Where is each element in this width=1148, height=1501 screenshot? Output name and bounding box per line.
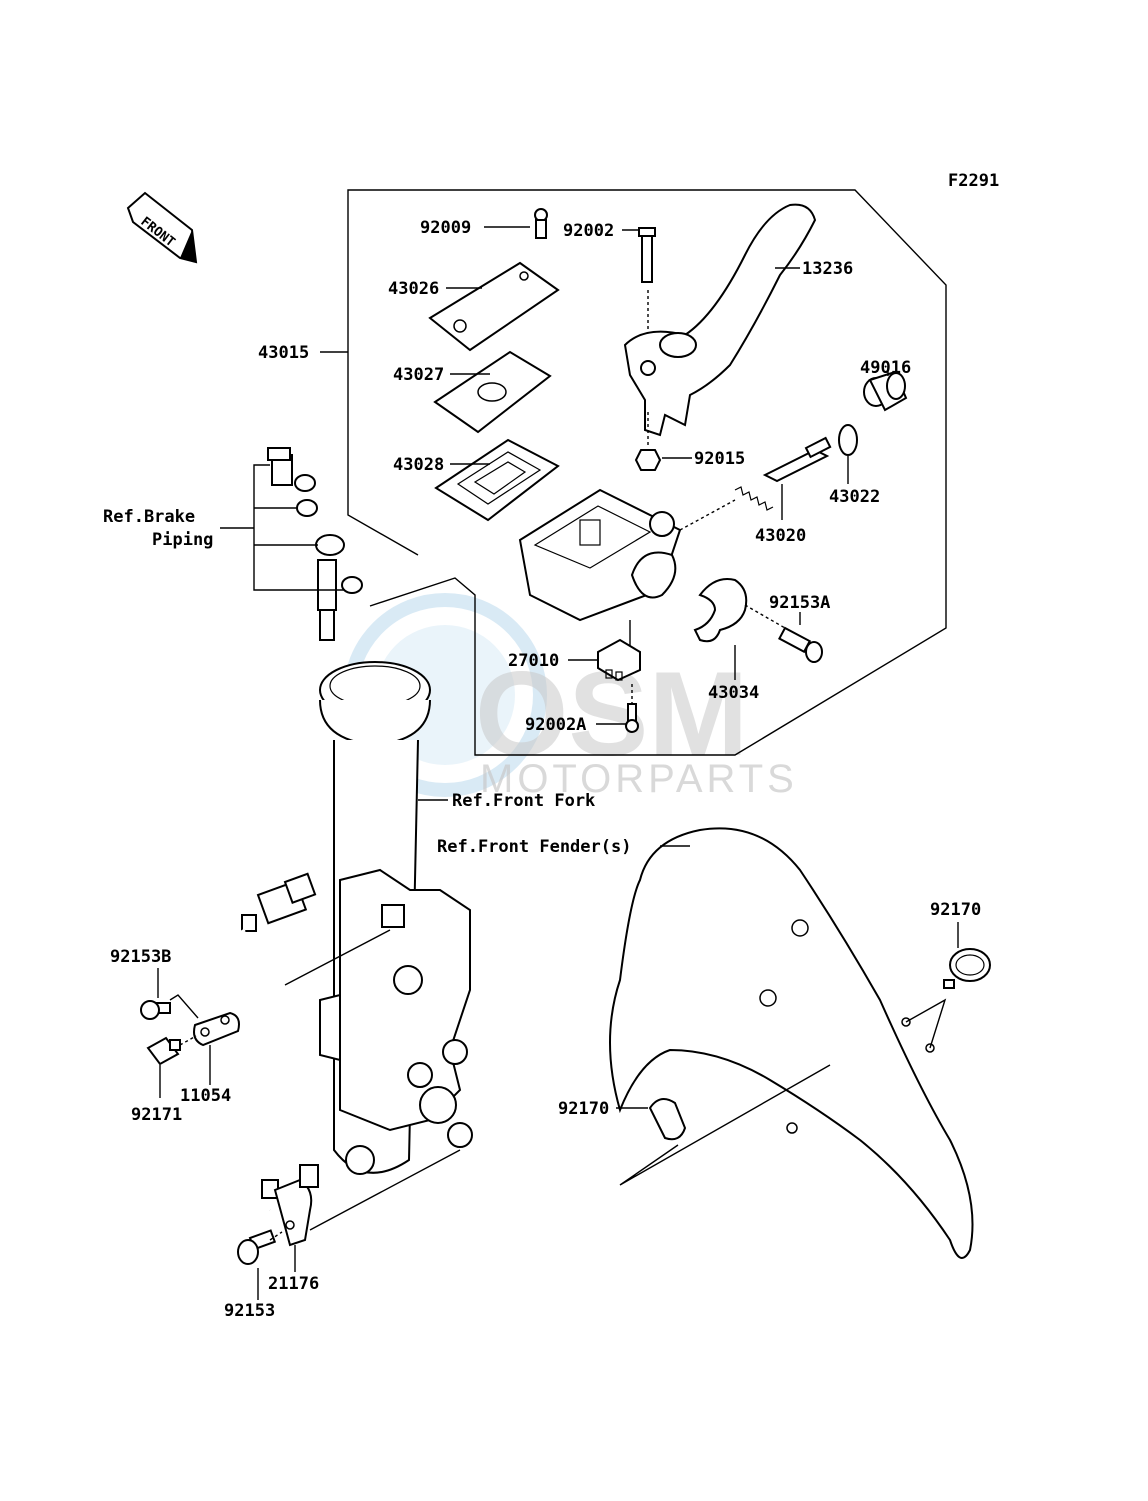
- label-43022: 43022: [829, 487, 880, 507]
- label-43028: 43028: [393, 455, 444, 475]
- part-92153A-bolt: [778, 626, 823, 663]
- part-92170-grommet-top: [943, 948, 991, 989]
- part-21176-bracket: [273, 1164, 319, 1247]
- label-43015: 43015: [258, 343, 309, 363]
- label-92002: 92002: [563, 221, 614, 241]
- label-27010: 27010: [508, 651, 559, 671]
- label-43034: 43034: [708, 683, 759, 703]
- part-43027-plate: [433, 350, 552, 434]
- master-cylinder-group-outline: [347, 189, 947, 756]
- part-92002A-screw: [625, 703, 639, 733]
- label-92015: 92015: [694, 449, 745, 469]
- part-27010-switch: [597, 638, 641, 682]
- part-92171-clip: [146, 1036, 181, 1066]
- label-92171: 92171: [131, 1105, 182, 1125]
- label-43026: 43026: [388, 279, 439, 299]
- part-43026-cap: [428, 261, 560, 352]
- label-92170-left: 92170: [558, 1099, 609, 1119]
- part-43015-master-cylinder: [518, 488, 682, 622]
- diagram-code: F2291: [948, 171, 999, 191]
- part-43028-diaphragm: [434, 438, 560, 522]
- label-92153B: 92153B: [110, 947, 171, 967]
- label-92170-top: 92170: [930, 900, 981, 920]
- part-92153-bolt: [237, 1229, 277, 1265]
- watermark-sub: MOTORPARTS: [480, 757, 798, 801]
- label-92002A: 92002A: [525, 715, 586, 735]
- part-92015-nut: [634, 449, 662, 471]
- label-92009: 92009: [420, 218, 471, 238]
- label-92153: 92153: [224, 1301, 275, 1321]
- part-92170-grommet-left: [648, 1098, 687, 1141]
- part-49016-boot: [863, 370, 908, 412]
- part-43034-clamp: [693, 578, 748, 643]
- label-ref-brake-2: Piping: [152, 530, 213, 550]
- label-ref-brake-1: Ref.Brake: [103, 507, 195, 527]
- label-11054: 11054: [180, 1086, 231, 1106]
- part-92002-pin: [638, 227, 656, 283]
- speed-sensor: [232, 872, 317, 1211]
- label-21176: 21176: [268, 1274, 319, 1294]
- part-43020-piston: [734, 436, 832, 511]
- brake-piping-parts: [267, 447, 363, 641]
- part-92009-screw: [534, 208, 548, 239]
- label-43027: 43027: [393, 365, 444, 385]
- label-49016: 49016: [860, 358, 911, 378]
- label-ref-front-fender: Ref.Front Fender(s): [437, 837, 631, 857]
- part-11054-clamp: [193, 1011, 240, 1047]
- part-92153B-bolt: [140, 1000, 171, 1020]
- label-43020: 43020: [755, 526, 806, 546]
- part-13236-lever: [623, 203, 817, 437]
- callout-labels: 92009 92002 13236 43026 43015 43027 4901…: [103, 218, 981, 1321]
- label-13236: 13236: [802, 259, 853, 279]
- front-fork: [319, 661, 473, 1175]
- label-92153A: 92153A: [769, 593, 830, 613]
- front-arrow-icon: FRONT: [126, 191, 198, 264]
- front-fender: [609, 827, 974, 1259]
- part-43022-circlip: [838, 424, 858, 456]
- label-ref-front-fork: Ref.Front Fork: [452, 791, 595, 811]
